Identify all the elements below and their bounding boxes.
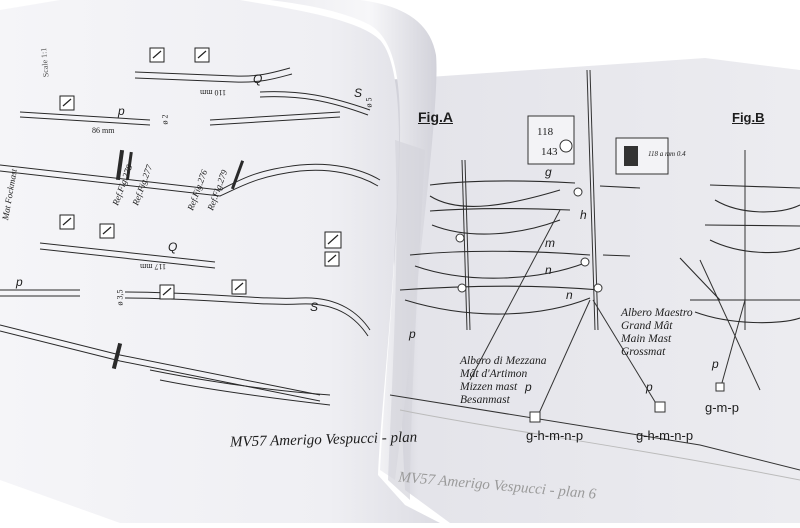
- rig-label-n1: n: [545, 263, 552, 277]
- dia-35: ø 3,5: [115, 289, 125, 306]
- rig-label-p3: p: [646, 380, 653, 394]
- dim-117: 117 mm: [140, 262, 167, 271]
- detail-box-text: 118 a mm 0.4: [648, 150, 686, 158]
- left-page: [0, 0, 440, 523]
- o-label: Q: [168, 240, 178, 254]
- rig-label-h: h: [580, 208, 587, 222]
- detail-118: 118: [537, 126, 554, 138]
- dia-2: ø 2: [160, 114, 170, 125]
- base-label-b: g-h-m-n-p: [636, 428, 694, 443]
- base-label-c: g-m-p: [705, 400, 739, 415]
- s-label-1: S: [354, 86, 363, 100]
- rig-label-g: g: [545, 165, 552, 179]
- rig-label-p1: p: [409, 327, 416, 341]
- detail-143: 143: [541, 146, 558, 158]
- mizzen-mast-label: Albero di Mezzana Mât d'Artimon Mizzen m…: [460, 355, 547, 406]
- rig-label-n2: n: [566, 288, 573, 302]
- s-label-2: S: [310, 300, 319, 314]
- dim-86: 86 mm: [92, 126, 115, 135]
- fig-b-label: Fig.B: [732, 110, 765, 125]
- rig-label-p2: p: [525, 380, 532, 394]
- dim-110: 110 mm: [200, 88, 227, 97]
- rig-label-p4: p: [712, 357, 719, 371]
- p-label-2: p: [16, 275, 23, 289]
- fig-a-label: Fig.A: [418, 109, 453, 125]
- base-label-a: g-h-m-n-p: [526, 428, 584, 443]
- q-label: Q: [253, 72, 263, 86]
- dia-5: ø 5: [364, 97, 374, 108]
- rig-label-m: m: [545, 236, 555, 250]
- main-mast-label: Albero Maestro Grand Mât Main Mast Gross…: [621, 307, 693, 358]
- p-label-1: p: [118, 104, 125, 118]
- right-page: [385, 58, 800, 523]
- spine-shadow: [388, 140, 425, 500]
